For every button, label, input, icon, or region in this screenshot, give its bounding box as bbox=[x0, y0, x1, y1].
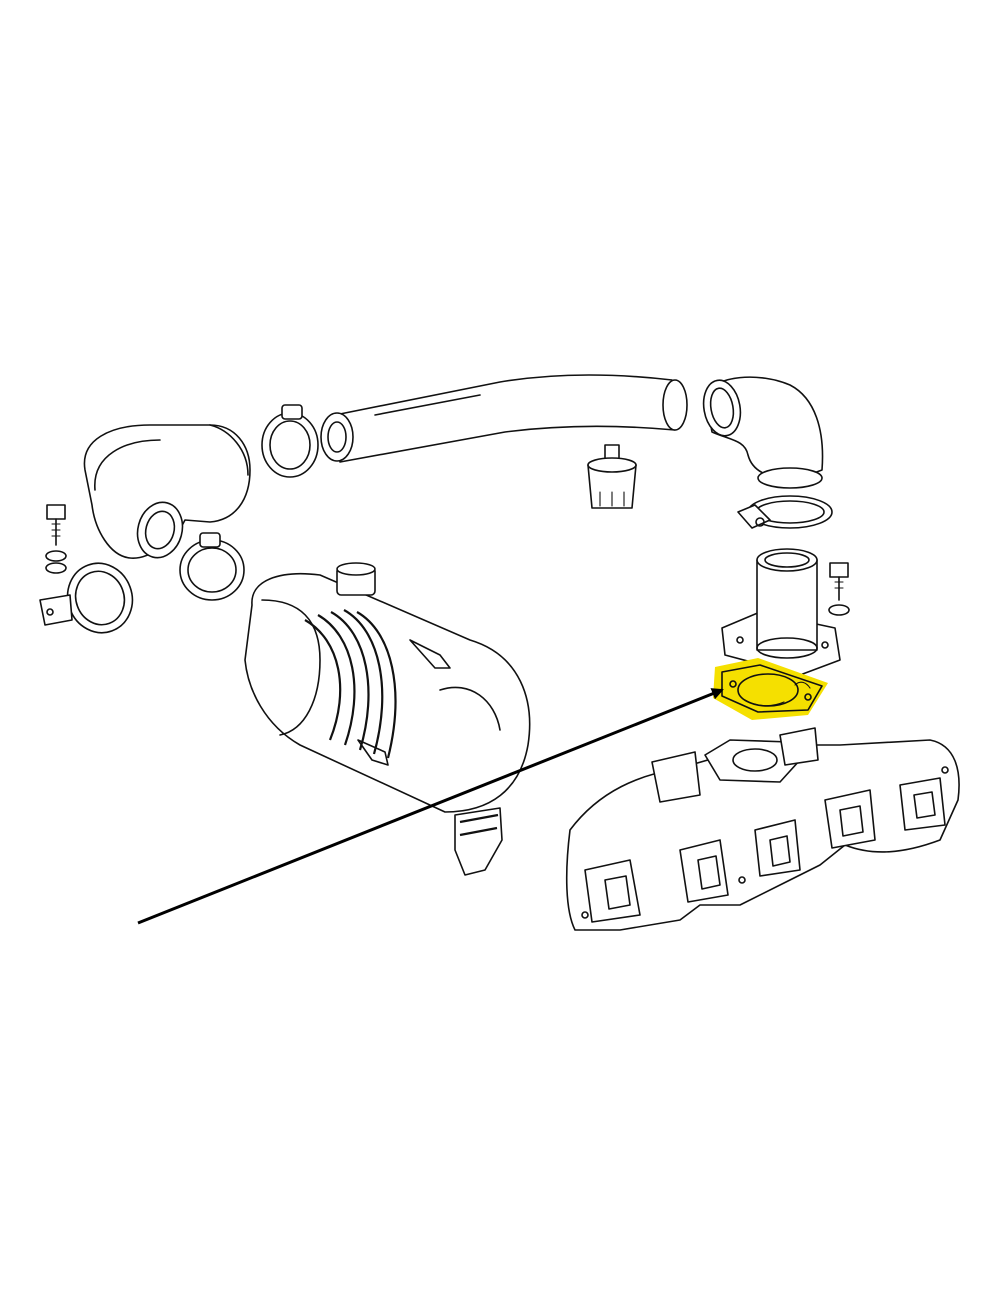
clamp-ring-right bbox=[737, 495, 833, 529]
elbow-hose-right bbox=[702, 376, 824, 489]
air-filter-canister bbox=[244, 562, 531, 876]
mounting-bracket-clamp bbox=[39, 562, 134, 634]
hose-clamp-upper bbox=[261, 404, 319, 478]
pointer-arrow bbox=[137, 688, 724, 925]
hose-clamp-lower bbox=[179, 532, 245, 601]
right-bolt bbox=[828, 562, 850, 616]
highlighted-gasket bbox=[713, 658, 828, 720]
left-bent-hose bbox=[83, 424, 251, 559]
left-bolt bbox=[45, 504, 67, 574]
long-intake-pipe bbox=[320, 374, 688, 463]
flanged-pipe bbox=[721, 548, 841, 676]
sensor-cap bbox=[587, 444, 637, 509]
exhaust-manifold bbox=[565, 727, 960, 931]
